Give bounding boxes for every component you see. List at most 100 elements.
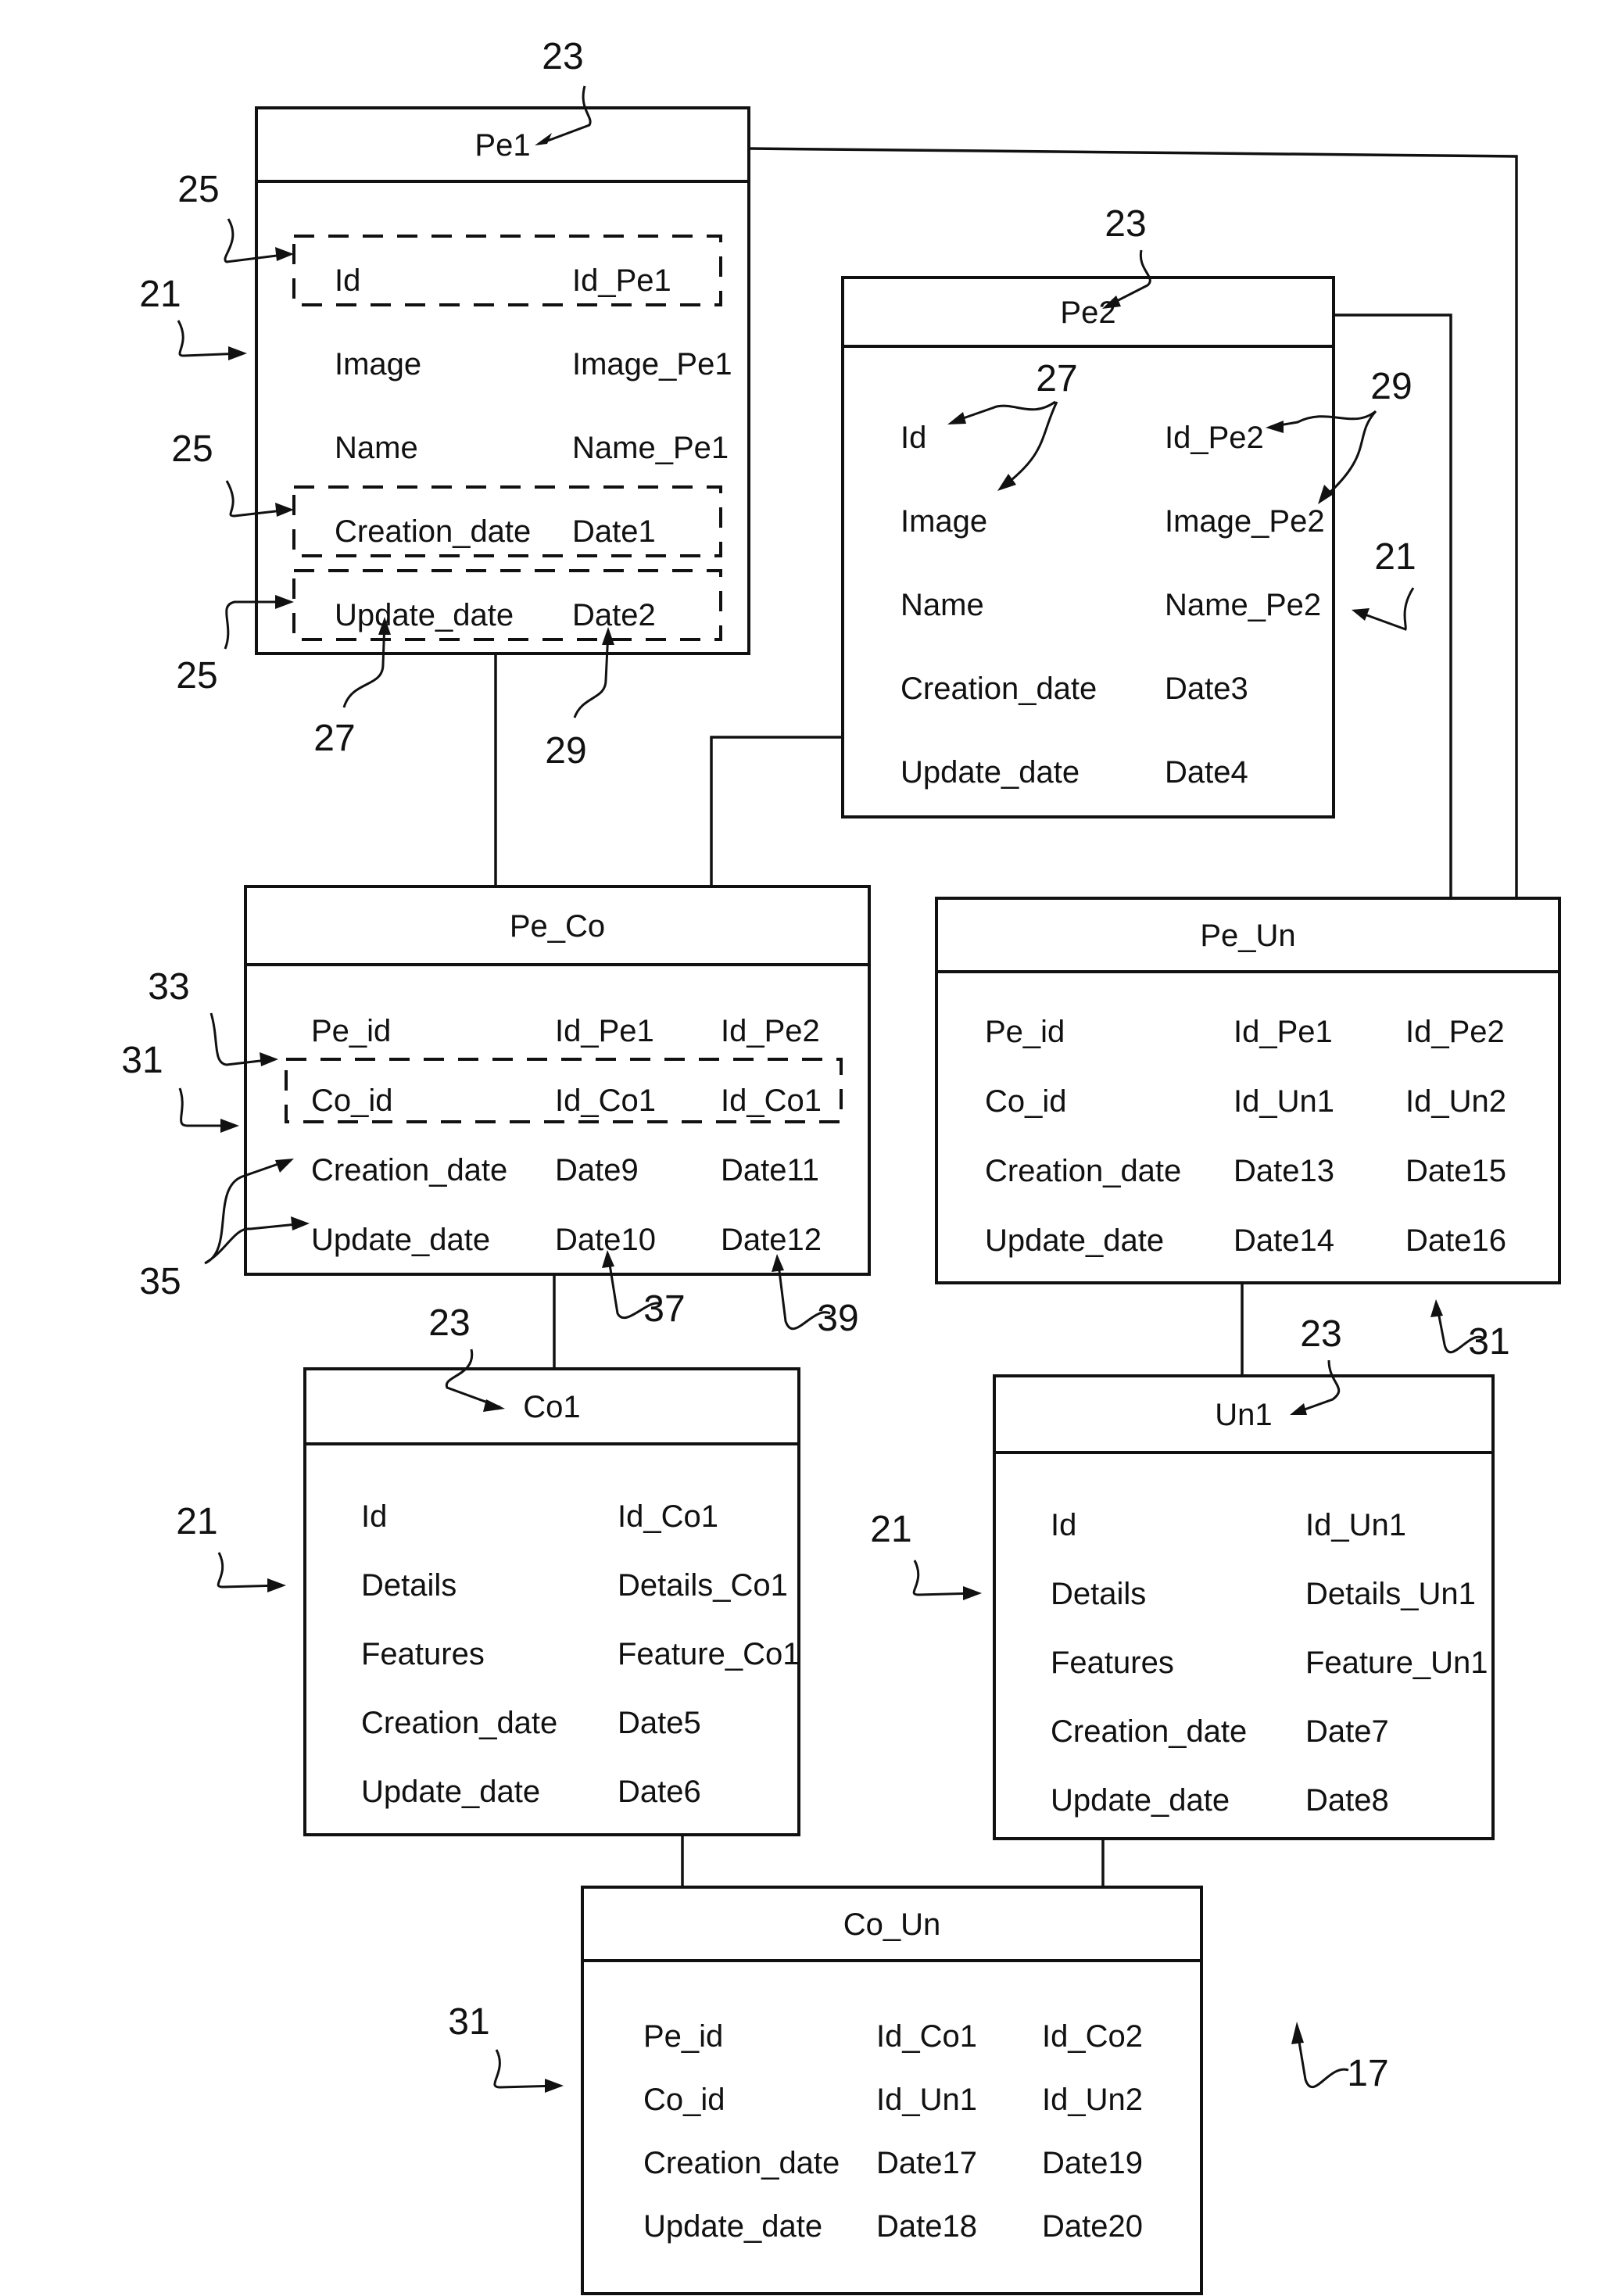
arrowhead-icon (963, 1586, 982, 1600)
arrowhead-icon (275, 595, 294, 609)
highlighted-record-outline (292, 569, 722, 641)
attribute-name: Creation_date (361, 1706, 557, 1740)
leader-line (178, 1087, 235, 1127)
attribute-name: Creation_date (1051, 1714, 1247, 1749)
arrowhead-icon (1318, 485, 1334, 504)
reference-numeral: 21 (139, 274, 181, 315)
arrowhead-icon (228, 346, 247, 360)
attribute-value: Details_Un1 (1305, 1577, 1476, 1611)
attribute-value: Name_Pe2 (1165, 588, 1321, 622)
attribute-name: Co_id (985, 1084, 1067, 1119)
leader-line (1269, 410, 1377, 502)
attribute-name: Creation_date (901, 672, 1097, 706)
reference-29-pe1: 29 (545, 627, 614, 772)
table-border (841, 276, 1335, 818)
reference-numeral: 27 (1036, 358, 1077, 399)
highlighted-record-outline (292, 235, 722, 306)
attribute-value: Date16 (1405, 1223, 1506, 1258)
table-title: Co_Un (843, 1907, 941, 1942)
leader-line (1435, 1303, 1484, 1354)
leader-line (204, 1159, 306, 1265)
reference-numeral: 29 (1370, 366, 1412, 407)
reference-numeral: 27 (313, 718, 355, 759)
attribute-value: Id_Co2 (1042, 2019, 1143, 2054)
attribute-value: Id_Co1 (721, 1084, 822, 1118)
attribute-value: Details_Co1 (618, 1568, 788, 1603)
attribute-value: Date9 (555, 1153, 639, 1187)
attribute-value: Date3 (1165, 672, 1248, 706)
arrowhead-icon (947, 412, 966, 424)
attribute-value: Feature_Co1 (618, 1637, 800, 1671)
attribute-value: Date1 (572, 514, 656, 549)
arrowhead-icon (997, 474, 1016, 491)
reference-numeral: 25 (177, 169, 219, 210)
attribute-name: Id (335, 263, 360, 298)
reference-numeral: 31 (1468, 1321, 1509, 1363)
reference-numeral: 31 (448, 2001, 489, 2043)
attribute-name: Id (361, 1499, 387, 1534)
attribute-value: Name_Pe1 (572, 431, 729, 465)
attribute-value: Date5 (618, 1706, 701, 1740)
reference-numeral: 33 (148, 966, 189, 1008)
arrowhead-icon (483, 1399, 505, 1412)
leader-line (1105, 249, 1151, 308)
reference-numeral: 23 (1105, 203, 1146, 245)
attribute-name: Id (1051, 1508, 1076, 1542)
arrowhead-icon (1266, 421, 1284, 433)
attribute-name: Features (1051, 1646, 1174, 1680)
attribute-value: Id_Un1 (1234, 1084, 1334, 1119)
attribute-name: Update_date (985, 1223, 1164, 1258)
connector-lines (494, 147, 1518, 1887)
leader-line (217, 1552, 282, 1589)
table-title: Pe1 (474, 128, 530, 163)
attribute-name: Update_date (361, 1775, 540, 1809)
attribute-name: Creation_date (985, 1154, 1181, 1188)
arrowhead-icon (291, 1216, 310, 1230)
reference-23-pe1: 23 (535, 36, 592, 145)
table-title: Co1 (523, 1390, 580, 1424)
attribute-value: Id_Co1 (618, 1499, 718, 1534)
highlighted-record-outline (285, 1058, 843, 1123)
arrowhead-icon (220, 1119, 239, 1133)
attribute-value: Feature_Un1 (1305, 1646, 1488, 1680)
attribute-value: Id_Pe2 (721, 1014, 820, 1048)
reference-25-pe1: 25 (176, 595, 294, 697)
leader-line (493, 2049, 560, 2089)
arrowhead-icon (1102, 296, 1121, 309)
link-pe2-pe-co (710, 736, 843, 887)
attribute-name: Pe_id (311, 1014, 391, 1048)
reference-31-co-un: 31 (448, 2001, 564, 2093)
arrowhead-icon (602, 627, 614, 645)
leader-line (607, 1254, 661, 1320)
table-row: Co_id Id_Un1 Id_Un2 (985, 1084, 1506, 1119)
table-row: Creation_date Date3 (901, 672, 1248, 706)
attribute-value: Id_Un2 (1405, 1084, 1506, 1119)
leader-line (1293, 1359, 1341, 1415)
table-title: Pe2 (1060, 296, 1115, 330)
attribute-name: Details (1051, 1577, 1146, 1611)
reference-numeral: 31 (121, 1040, 163, 1081)
attribute-value: Date18 (876, 2209, 977, 2244)
reference-23-co1: 23 (428, 1302, 505, 1412)
attribute-value: Date10 (555, 1223, 656, 1257)
reference-25-pe1: 25 (171, 428, 294, 518)
arrowhead-icon (275, 247, 294, 261)
reference-31-pe-un: 31 (1430, 1299, 1510, 1363)
arrowhead-icon (267, 1578, 286, 1592)
reference-numeral: 23 (1300, 1313, 1341, 1355)
attribute-value: Date6 (618, 1775, 701, 1809)
leader-line (951, 400, 1058, 490)
